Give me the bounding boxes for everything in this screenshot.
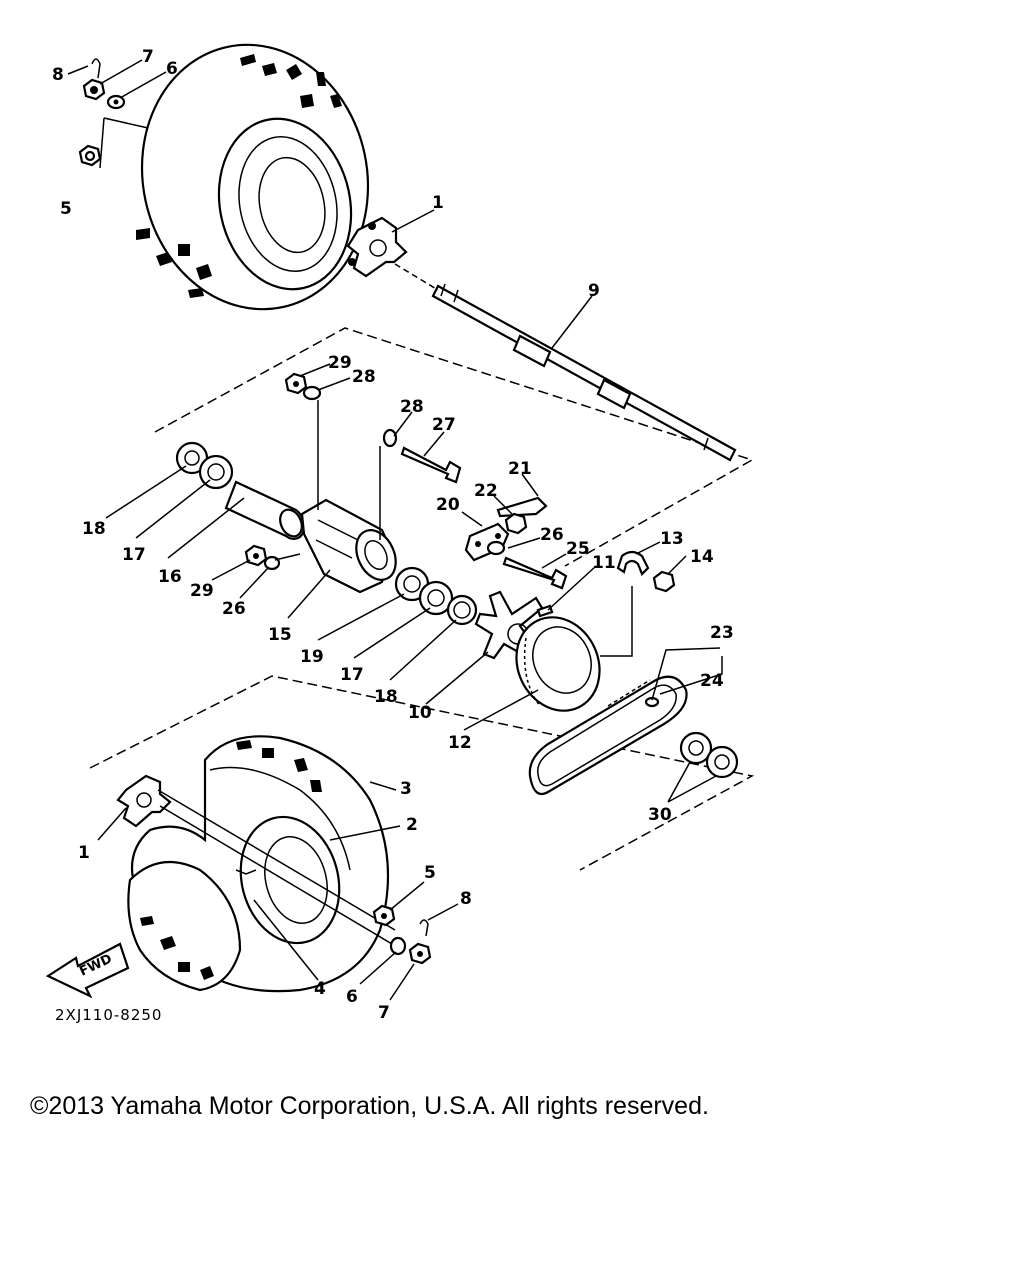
callout-15: 15: [268, 625, 292, 645]
callout-8b: 8: [460, 889, 472, 909]
upper-fasteners: [78, 58, 149, 169]
callout-5: 5: [60, 199, 72, 219]
callout-10: 10: [408, 703, 432, 723]
callout-6: 6: [166, 59, 178, 79]
part-callouts: 8 7 6 5 1 9 29 28 28 27 21 22 20 26 25 1…: [52, 47, 734, 1023]
callout-28b: 28: [400, 397, 424, 417]
leader-lines: [67, 59, 723, 1001]
tread-blocks: [136, 54, 342, 298]
callout-7b: 7: [378, 1003, 390, 1023]
tread-blocks: [140, 740, 322, 980]
callout-2: 2: [406, 815, 418, 835]
callout-19: 19: [300, 647, 324, 667]
callout-6b: 6: [346, 987, 358, 1007]
callout-18b: 18: [374, 687, 398, 707]
callout-9: 9: [588, 281, 600, 301]
callout-22: 22: [474, 481, 498, 501]
callout-8: 8: [52, 65, 64, 85]
callout-25: 25: [566, 539, 590, 559]
lower-fasteners: [372, 904, 432, 965]
forward-arrow-icon: FWD: [45, 942, 130, 999]
callout-14: 14: [690, 547, 714, 567]
callout-21: 21: [508, 459, 532, 479]
callout-12: 12: [448, 733, 472, 753]
upper-hub: [346, 216, 408, 278]
rear-axle: [394, 263, 737, 462]
callout-28: 28: [352, 367, 376, 387]
callout-3: 3: [400, 779, 412, 799]
callout-7: 7: [142, 47, 154, 67]
callout-18: 18: [82, 519, 106, 539]
upper-rear-wheel: [136, 43, 370, 311]
callout-1: 1: [432, 193, 444, 213]
callout-29b: 29: [190, 581, 214, 601]
callout-29: 29: [328, 353, 352, 373]
callout-24: 24: [700, 671, 724, 691]
callout-5b: 5: [424, 863, 436, 883]
lower-hub: [116, 774, 396, 945]
callout-27: 27: [432, 415, 456, 435]
callout-26b: 26: [222, 599, 246, 619]
drawing-code: 2XJ110-8250: [55, 1006, 163, 1024]
callout-26: 26: [540, 525, 564, 545]
assembly-planes: [89, 327, 755, 871]
callout-30: 30: [648, 805, 672, 825]
callout-16: 16: [158, 567, 182, 587]
callout-17: 17: [122, 545, 146, 565]
callout-1b: 1: [78, 843, 90, 863]
callout-11: 11: [592, 553, 616, 573]
callout-17b: 17: [340, 665, 364, 685]
callout-13: 13: [660, 529, 684, 549]
copyright-notice: ©2013 Yamaha Motor Corporation, U.S.A. A…: [30, 1092, 709, 1120]
axle-housing-assembly: [175, 372, 676, 712]
callout-20: 20: [436, 495, 460, 515]
callout-23: 23: [710, 623, 734, 643]
callout-4: 4: [314, 979, 326, 999]
exploded-parts-diagram: FWD: [45, 43, 755, 1023]
lower-rear-wheel: [127, 735, 390, 993]
